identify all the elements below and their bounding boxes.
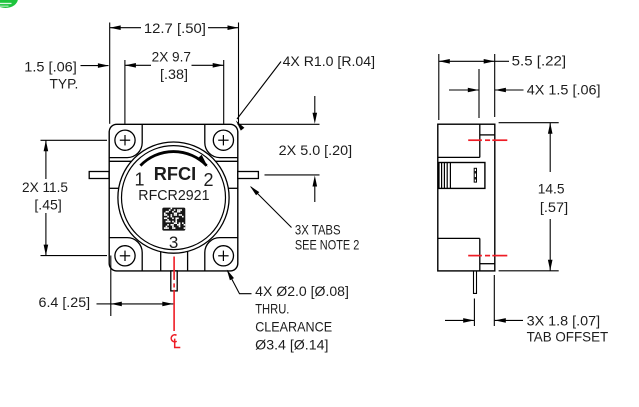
svg-text:4X R1.0 [R.04]: 4X R1.0 [R.04] — [283, 54, 375, 69]
svg-text:[.45]: [.45] — [34, 197, 61, 212]
svg-text:Ø3.4 [Ø.14]: Ø3.4 [Ø.14] — [255, 337, 328, 352]
svg-text:[.57]: [.57] — [540, 200, 568, 215]
svg-text:2: 2 — [203, 170, 213, 190]
svg-text:TAB OFFSET: TAB OFFSET — [527, 330, 609, 345]
svg-text:TYP.: TYP. — [50, 76, 79, 91]
svg-text:3: 3 — [169, 233, 178, 252]
svg-text:12.7 [.50]: 12.7 [.50] — [144, 21, 206, 36]
svg-text:4X Ø2.0 [Ø.08]: 4X Ø2.0 [Ø.08] — [255, 284, 349, 299]
svg-text:CLEARANCE: CLEARANCE — [255, 320, 332, 335]
svg-text:RFCI: RFCI — [154, 163, 197, 184]
svg-text:3X 1.8 [.07]: 3X 1.8 [.07] — [527, 313, 601, 328]
svg-text:4X 1.5 [.06]: 4X 1.5 [.06] — [527, 83, 601, 98]
svg-text:14.5: 14.5 — [538, 182, 565, 197]
svg-text:5.5 [.22]: 5.5 [.22] — [512, 53, 566, 68]
svg-text:6.4 [.25]: 6.4 [.25] — [39, 295, 91, 310]
svg-text:[.38]: [.38] — [160, 67, 188, 82]
svg-text:1: 1 — [134, 169, 144, 189]
svg-text:2X 9.7: 2X 9.7 — [152, 50, 191, 65]
svg-text:3X TABS: 3X TABS — [295, 222, 341, 237]
svg-text:SEE NOTE 2: SEE NOTE 2 — [295, 237, 359, 252]
svg-text:THRU.: THRU. — [255, 302, 289, 317]
svg-text:1.5 [.06]: 1.5 [.06] — [24, 60, 77, 75]
svg-text:2X 5.0 [.20]: 2X 5.0 [.20] — [279, 143, 352, 158]
svg-text:2X 11.5: 2X 11.5 — [22, 180, 68, 195]
svg-text:RFCR2921: RFCR2921 — [138, 187, 209, 204]
